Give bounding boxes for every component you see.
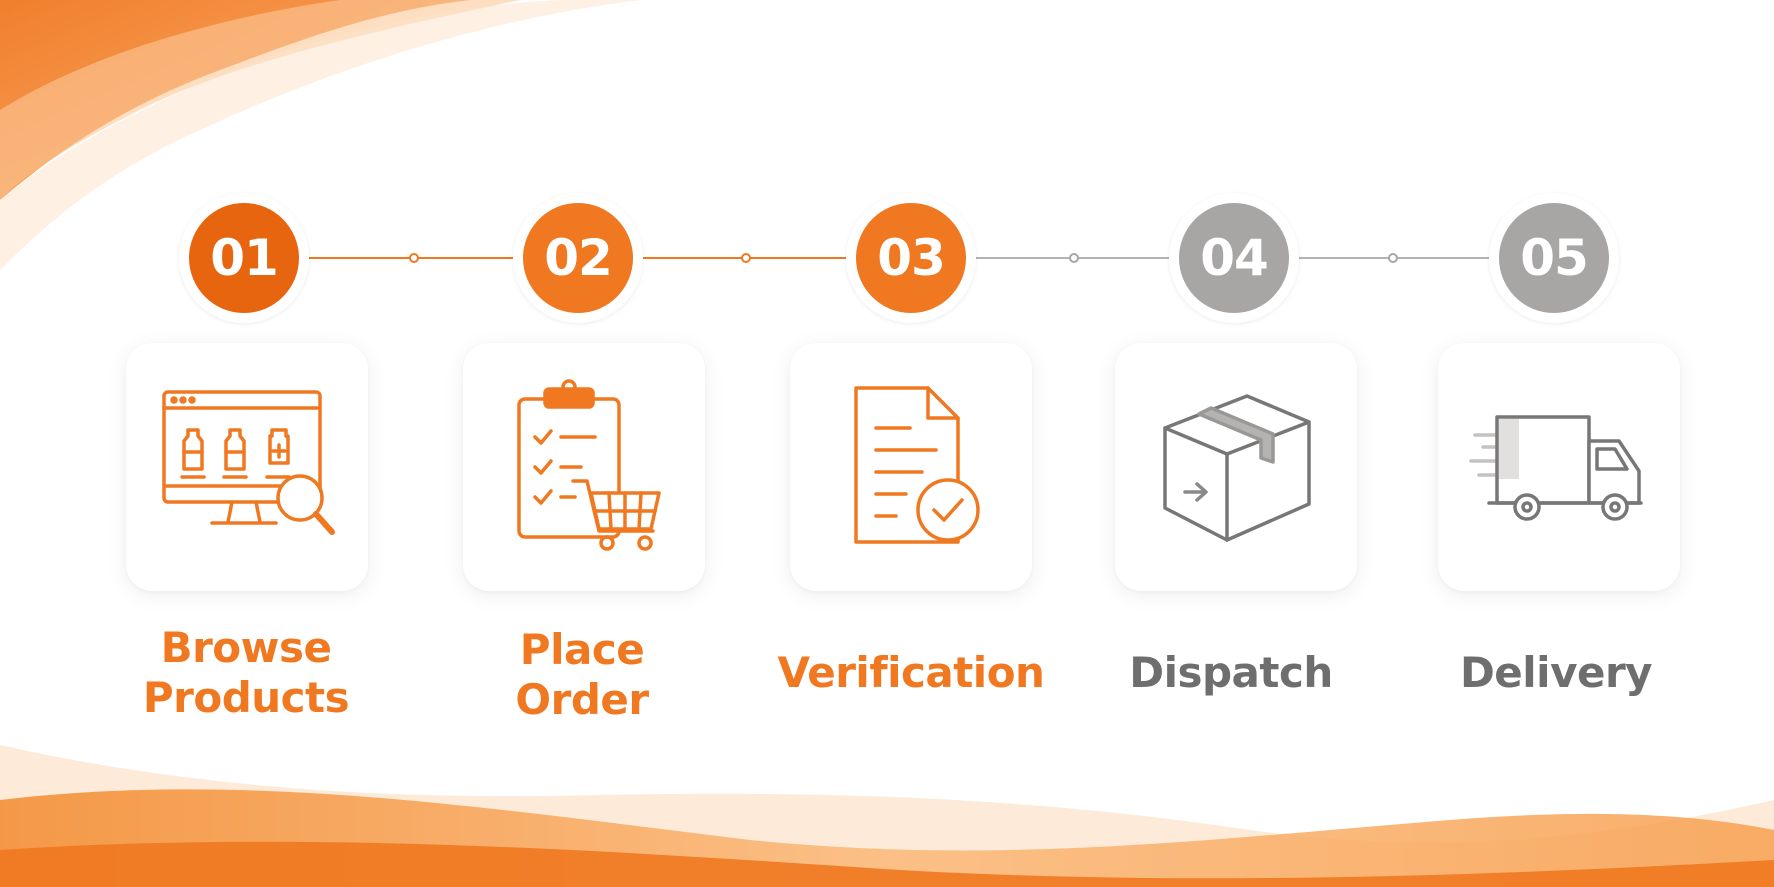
step-card-delivery [1438,343,1680,591]
connector-dot [741,253,751,263]
step-number: 04 [1179,203,1289,313]
box-icon [1163,394,1311,542]
step-label-dispatch: Dispatch [1129,648,1333,697]
step-number: 02 [523,203,633,313]
step-card-browse-products [126,343,368,591]
delivery-truck-icon [1469,415,1643,521]
clipboard-cart-icon [517,379,661,551]
connector-dot [1069,253,1079,263]
connector-dot [1388,253,1398,263]
step-number-circle: 01 [179,193,309,323]
step-number-circle: 03 [846,193,976,323]
step-label-place-order: Place Order [515,625,649,724]
step-number-circle: 05 [1489,193,1619,323]
step-number: 03 [856,203,966,313]
step-number: 01 [189,203,299,313]
step-card-verification [790,343,1032,591]
monitor-search-icon [162,390,335,535]
connector-dot [409,253,419,263]
connector-4-5 [1298,257,1498,259]
step-number-circle: 02 [513,193,643,323]
step-card-place-order [463,343,705,591]
step-number: 05 [1499,203,1609,313]
step-label-browse-products: Browse Products [142,623,350,722]
step-number-circle: 04 [1169,193,1299,323]
step-card-dispatch [1115,343,1357,591]
document-check-icon [854,386,980,544]
step-label-verification: Verification [777,648,1045,697]
step-label-delivery: Delivery [1459,648,1653,697]
